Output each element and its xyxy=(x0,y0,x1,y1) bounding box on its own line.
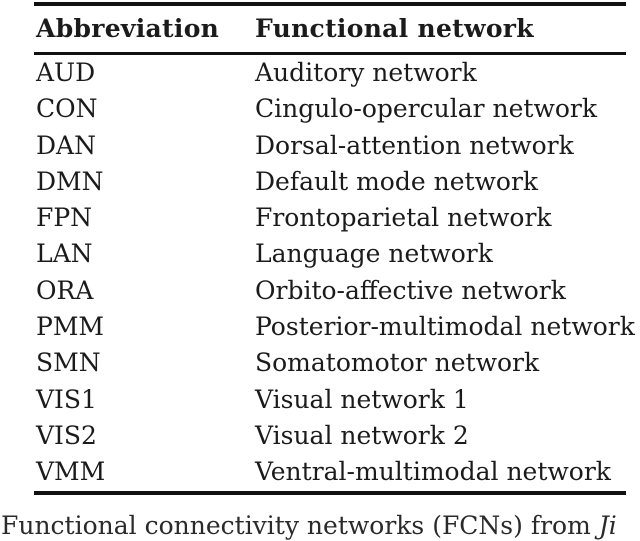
cell-functional-network: Cingulo-opercular network xyxy=(255,94,598,124)
column-header-functional-network: Functional network xyxy=(255,14,534,43)
cell-abbreviation: FPN xyxy=(36,203,93,233)
table-row: VIS2 Visual network 2 xyxy=(34,418,626,454)
cell-abbreviation: DMN xyxy=(36,166,104,196)
table-top-rule xyxy=(34,2,626,6)
table-bottom-rule xyxy=(34,490,626,495)
cell-abbreviation: LAN xyxy=(36,239,93,269)
table-caption: Functional connectivity networks (FCNs) … xyxy=(1,511,640,541)
cell-functional-network: Language network xyxy=(255,239,493,269)
cell-functional-network: Dorsal-attention network xyxy=(255,130,574,160)
table-header-rule xyxy=(34,52,626,55)
table-row: ORA Orbito-affective network xyxy=(34,273,626,309)
cell-functional-network: Ventral-multimodal network xyxy=(255,457,611,487)
table-row: PMM Posterior-multimodal network xyxy=(34,309,635,345)
table-row: SMN Somatomotor network xyxy=(34,345,626,381)
table-row: AUD Auditory network xyxy=(34,55,626,91)
table-row: FPN Frontoparietal network xyxy=(34,200,626,236)
cell-abbreviation: PMM xyxy=(36,312,105,342)
caption-citation: Ji xyxy=(598,511,617,540)
cell-functional-network: Frontoparietal network xyxy=(255,203,552,233)
table-row: VIS1 Visual network 1 xyxy=(34,382,626,418)
cell-abbreviation: SMN xyxy=(36,348,101,378)
cell-functional-network: Visual network 1 xyxy=(255,384,469,414)
cell-abbreviation: CON xyxy=(36,94,98,124)
cell-abbreviation: VMM xyxy=(36,457,106,487)
column-header-abbreviation: Abbreviation xyxy=(36,14,220,43)
table-row: CON Cingulo-opercular network xyxy=(34,91,626,127)
cell-functional-network: Orbito-affective network xyxy=(255,275,566,305)
table-row: DMN Default mode network xyxy=(34,164,626,200)
cell-abbreviation: VIS2 xyxy=(36,420,97,450)
cell-functional-network: Somatomotor network xyxy=(255,348,540,378)
caption-text: Functional connectivity networks (FCNs) … xyxy=(1,511,599,540)
table-header-row: Abbreviation Functional network xyxy=(34,6,626,52)
table-row: LAN Language network xyxy=(34,236,626,272)
cell-functional-network: Auditory network xyxy=(255,58,477,87)
cell-functional-network: Visual network 2 xyxy=(255,420,469,450)
abbreviation-table: Abbreviation Functional network AUD Audit… xyxy=(34,2,635,495)
cell-abbreviation: ORA xyxy=(36,275,94,305)
cell-functional-network: Posterior-multimodal network xyxy=(255,312,635,342)
cell-abbreviation: DAN xyxy=(36,130,96,160)
table-row: DAN Dorsal-attention network xyxy=(34,128,626,164)
cell-abbreviation: AUD xyxy=(36,58,96,87)
cell-abbreviation: VIS1 xyxy=(36,384,97,414)
cell-functional-network: Default mode network xyxy=(255,166,539,196)
table-row: VMM Ventral-multimodal network xyxy=(34,454,626,490)
